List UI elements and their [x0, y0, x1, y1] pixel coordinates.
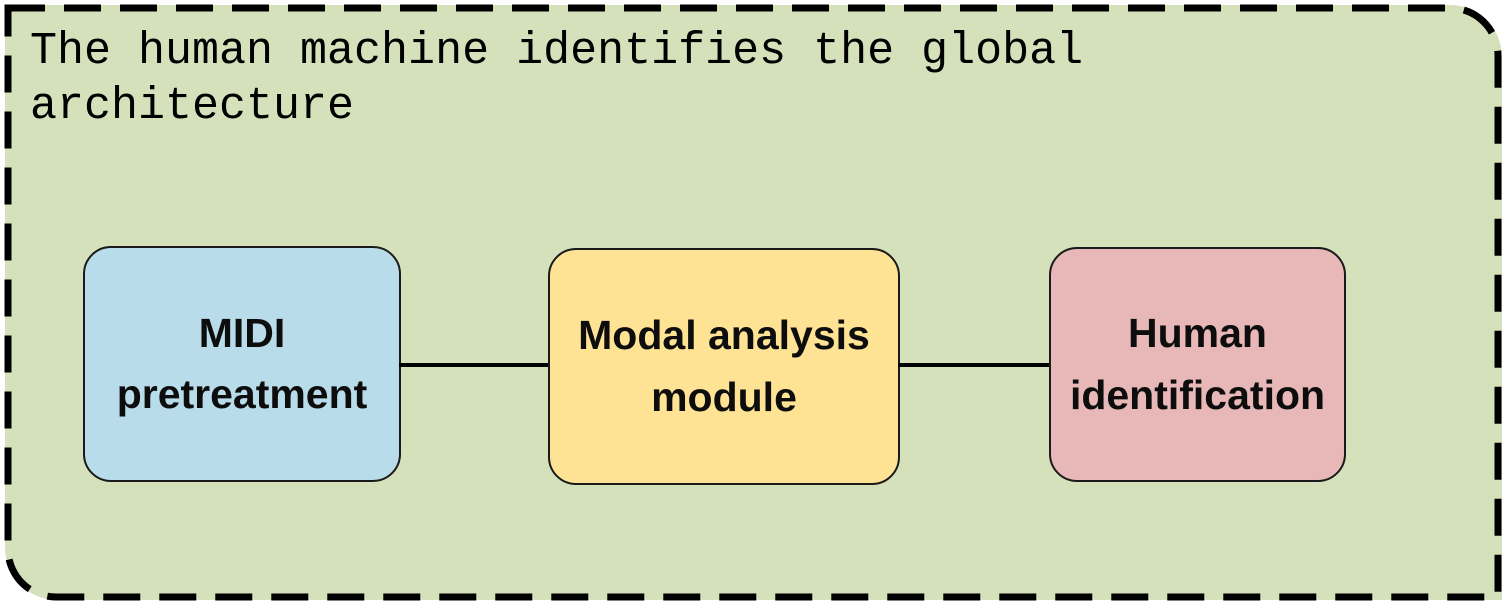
node-label-line: module: [651, 373, 797, 420]
node-label-line: pretreatment: [116, 371, 368, 417]
node-modal-analysis-module-label: Modal analysis module: [578, 305, 870, 428]
node-human-identification: Human identification: [1049, 247, 1346, 482]
node-label-line: Modal analysis: [578, 312, 870, 358]
node-midi-pretreatment-label: MIDI pretreatment: [117, 303, 368, 426]
node-human-identification-label: Human identification: [1070, 303, 1325, 426]
connector-line-midi-to-modal: [399, 363, 550, 367]
diagram-title: The human machine identifies the global …: [30, 26, 1084, 132]
connector-line-modal-to-human: [898, 363, 1051, 367]
node-label-line: Human: [1128, 310, 1267, 356]
node-modal-analysis-module: Modal analysis module: [548, 248, 900, 485]
node-label-line: identification: [1069, 371, 1326, 418]
node-midi-pretreatment: MIDI pretreatment: [83, 246, 401, 482]
node-label-line: MIDI: [198, 309, 286, 356]
